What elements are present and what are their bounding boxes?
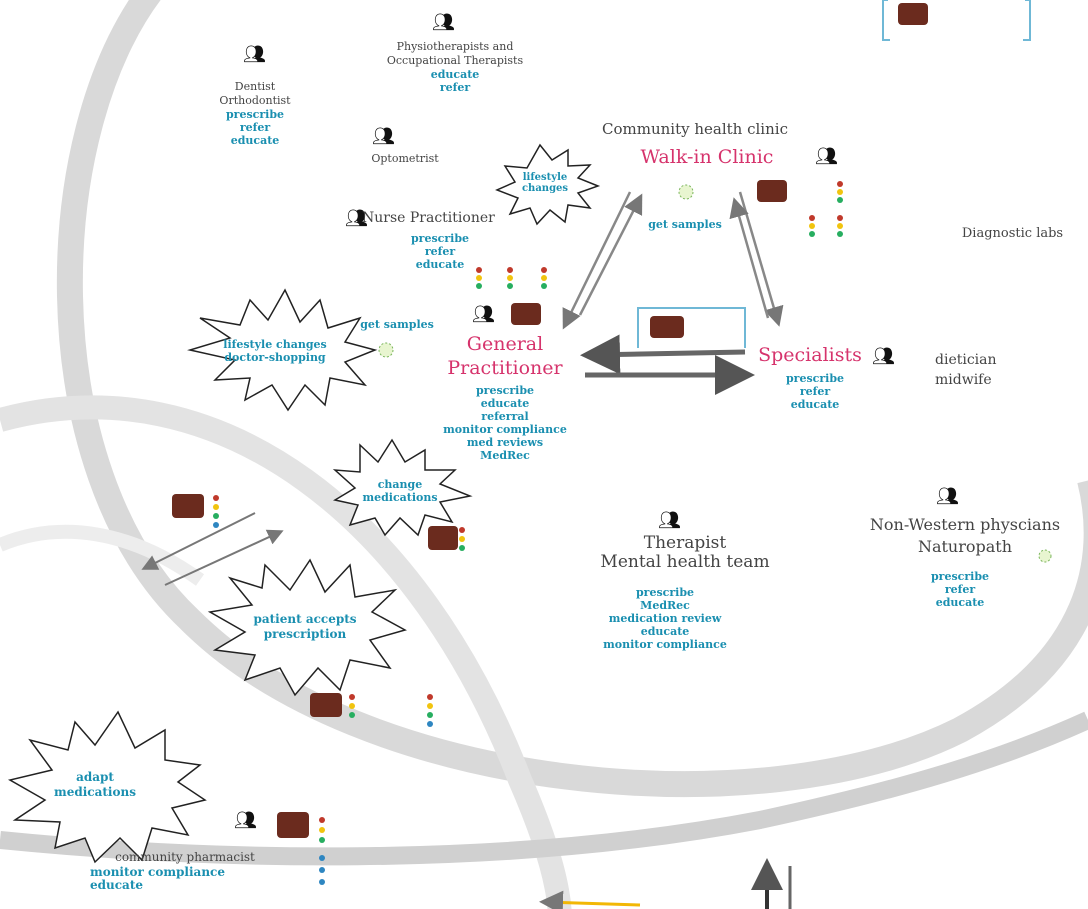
burst-change-meds	[332, 438, 473, 537]
action-educate: educate	[230, 134, 280, 147]
arrow-specialists-to-walkin	[729, 197, 770, 319]
arrow-left-in	[164, 529, 284, 586]
therapist-actions: prescribe MedRec medication review educa…	[585, 586, 745, 651]
action-educate: educate	[480, 397, 530, 410]
node-diagnostic-labs: Diagnostic labs	[961, 226, 1064, 241]
node-walkin-clinic: Walk-in Clinic	[640, 146, 774, 168]
action-monitor-compliance: monitor compliance	[90, 865, 225, 879]
nonwestern-actions: prescribe refer educate	[920, 570, 1000, 609]
arrow-specialists-to-gp	[580, 334, 746, 375]
action-educate: educate	[415, 258, 465, 271]
left-inner-arc	[0, 524, 205, 586]
arrow-left-out	[141, 512, 256, 570]
specialists-actions: prescribe refer educate	[775, 372, 855, 411]
person-pair-icon: 👥︎	[432, 12, 455, 33]
node-general-practitioner: General Practitioner	[447, 333, 563, 379]
action-educate: educate	[430, 68, 480, 81]
action-prescribe: prescribe	[475, 384, 535, 397]
burst-adapt	[7, 710, 207, 864]
node-community-clinic: Community health clinic	[602, 120, 788, 138]
nurse-actions: prescribe refer educate	[400, 232, 480, 271]
action-monitor-compliance: monitor compliance	[443, 423, 567, 436]
arrow-walkin-to-gp	[562, 191, 632, 330]
action-prescribe: prescribe	[930, 570, 990, 583]
burst-lifestyle-changes-label: lifestyle changes	[521, 172, 569, 194]
person-pair-icon: 👥︎	[345, 208, 368, 229]
action-educate: educate	[90, 878, 144, 892]
action-referral: referral	[481, 410, 529, 423]
person-pair-icon: 👥︎	[815, 146, 838, 167]
bracket-box-top-right	[882, 0, 1031, 41]
node-dentist: Dentist Orthodontist prescribe refer edu…	[205, 80, 305, 147]
arrow-yellow	[539, 890, 641, 909]
node-dentist-name: Dentist Orthodontist	[219, 80, 291, 107]
action-medrec: MedRec	[640, 599, 690, 612]
person-pair-icon: 👥︎	[872, 346, 895, 367]
action-educate: educate	[640, 625, 690, 638]
person-pair-icon: 👥︎	[372, 126, 395, 147]
action-refer: refer	[424, 245, 456, 258]
node-community-pharmacist: community pharmacist	[115, 850, 255, 864]
burst-lifestyle-doctor-label: lifestyle changes doctor-shopping	[223, 338, 327, 364]
node-therapist: Therapist Mental health team	[600, 533, 770, 572]
action-medication-review: medication review	[608, 612, 722, 625]
burst-lifestyle-top	[495, 143, 601, 226]
sample-germ-icon	[378, 184, 1052, 563]
action-med-reviews: med reviews	[466, 436, 544, 449]
gp-actions: prescribe educate referral monitor compl…	[430, 384, 580, 462]
burst-patient-accepts	[207, 558, 407, 697]
action-refer: refer	[944, 583, 976, 596]
pharmacist-actions: monitor compliance educate	[90, 866, 270, 892]
person-pair-icon: 👥︎	[243, 44, 266, 65]
bracket-box-center	[637, 307, 746, 348]
lower-care-ring	[0, 395, 572, 909]
family-group-icon	[172, 3, 928, 838]
node-physio-name: Physiotherapists and Occupational Therap…	[386, 40, 524, 67]
gp-get-samples: get samples	[360, 318, 434, 331]
node-dietician-midwife: dietician midwife	[935, 352, 997, 388]
node-specialists: Specialists	[758, 344, 862, 366]
action-refer: refer	[439, 81, 471, 94]
node-optometrist: Optometrist	[371, 152, 439, 165]
person-pair-icon: 👥︎	[234, 810, 257, 831]
action-prescribe: prescribe	[635, 586, 695, 599]
person-pair-icon: 👥︎	[472, 304, 495, 325]
bottom-band	[0, 711, 1088, 866]
arrow-gp-to-walkin	[578, 193, 643, 316]
action-prescribe: prescribe	[410, 232, 470, 245]
outer-care-ring	[56, 0, 1088, 798]
action-prescribe: prescribe	[785, 372, 845, 385]
action-refer: refer	[799, 385, 831, 398]
action-medrec: MedRec	[480, 449, 530, 462]
action-prescribe: prescribe	[225, 108, 285, 121]
burst-patient-accepts-label: patient accepts prescription	[253, 612, 357, 641]
burst-change-meds-label: change medications	[362, 478, 438, 504]
action-monitor-compliance: monitor compliance	[603, 638, 727, 651]
node-non-western: Non-Western physcians Naturopath	[869, 515, 1061, 556]
action-educate: educate	[790, 398, 840, 411]
node-nurse-practitioner: Nurse Practitioner	[362, 210, 495, 226]
person-pair-icon: 👥︎	[936, 486, 959, 507]
burst-lifestyle-left	[187, 288, 378, 412]
action-refer: refer	[239, 121, 271, 134]
person-pair-icon: 👥︎	[658, 510, 681, 531]
walkin-get-samples: get samples	[648, 218, 722, 231]
node-physio: Physiotherapists and Occupational Therap…	[370, 40, 540, 94]
color-legend-icon	[213, 181, 843, 885]
burst-adapt-meds-label: adapt medications	[54, 770, 136, 799]
action-educate: educate	[935, 596, 985, 609]
arrow-walkin-to-specialists	[738, 191, 784, 327]
